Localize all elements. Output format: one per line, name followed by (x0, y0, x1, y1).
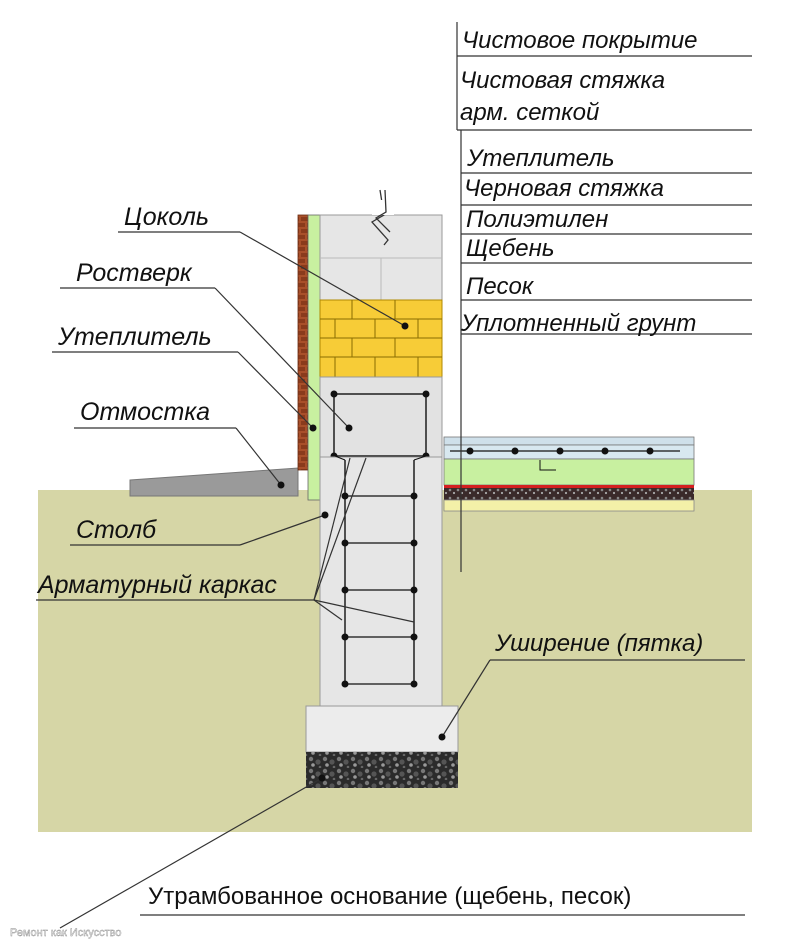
pointer-dots (277, 322, 654, 782)
label-rostverk: Ростверк (76, 259, 193, 287)
watermark: Ремонт как Искусство (10, 927, 121, 939)
grillage-rostverk (319, 376, 443, 458)
floor-layers (443, 436, 695, 512)
label-insulation-left: Утеплитель (57, 323, 212, 351)
label-gravel: Щебень (466, 235, 554, 262)
insulation-layer (307, 214, 321, 501)
pillar-stolb (319, 456, 443, 707)
label-rough-screed: Черновая стяжка (464, 175, 664, 202)
label-widening: Уширение (пятка) (494, 630, 703, 657)
label-stolb: Столб (76, 516, 157, 544)
right-leader-lines (456, 22, 752, 572)
blind-area-otmostka (129, 467, 299, 497)
label-insulation-right: Утеплитель (466, 145, 614, 172)
label-karkas: Арматурный каркас (36, 571, 277, 599)
label-sand: Песок (466, 273, 535, 300)
label-cokol: Цоколь (124, 203, 209, 231)
reinforcement-cage (334, 455, 427, 688)
widening-heel (305, 705, 459, 753)
label-compacted-soil: Уплотненный грунт (460, 310, 696, 337)
compacted-base (306, 752, 458, 788)
label-otmostka: Отмостка (80, 398, 210, 426)
left-leader-lines (36, 231, 745, 929)
plinth-brick (319, 299, 443, 378)
label-finish-screed-2: арм. сеткой (460, 99, 599, 126)
label-finish-cover: Чистовое покрытие (462, 27, 698, 54)
label-finish-screed-1: Чистовая стяжка (460, 67, 665, 94)
facing-brick-wall (297, 214, 309, 471)
label-polyethylene: Полиэтилен (466, 206, 608, 233)
label-compacted-base: Утрамбованное основание (щебень, песок) (148, 883, 631, 910)
